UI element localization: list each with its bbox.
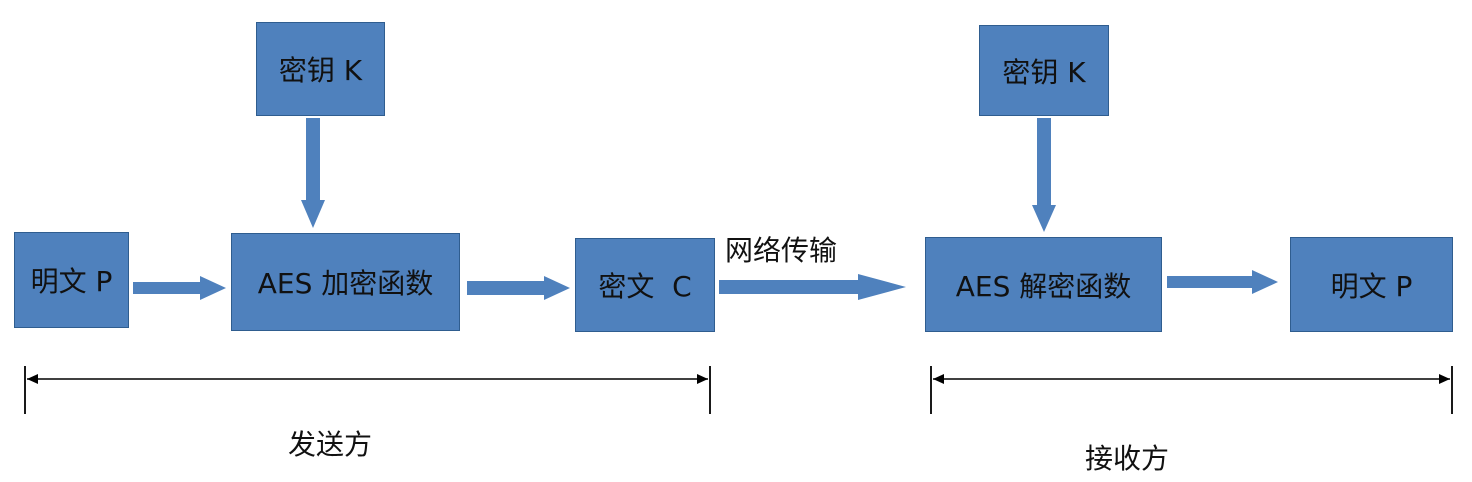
arrow-plaintext-to-encrypt: [133, 276, 226, 300]
encrypt-label: AES 加密函数: [257, 267, 434, 300]
sender-bracket: [24, 366, 711, 414]
arrow-decrypt-to-plaintext: [1167, 270, 1278, 294]
arrow-network-transmission: [719, 274, 906, 300]
sender-caption: 发送方: [288, 428, 373, 461]
decrypt-label: AES 解密函数: [955, 269, 1132, 303]
receiver-key-box: 密钥 K: [979, 25, 1109, 116]
decrypt-box: AES 解密函数: [925, 237, 1162, 332]
arrow-key-to-decrypt: [1032, 118, 1056, 232]
received-plaintext-box: 明文 P: [1290, 237, 1453, 332]
encrypt-box: AES 加密函数: [231, 233, 460, 331]
receiver-key-label: 密钥 K: [1002, 55, 1086, 89]
sender-key-label: 密钥 K: [278, 54, 363, 87]
plaintext-label: 明文 P: [30, 265, 113, 298]
ciphertext-box: 密文 C: [575, 238, 715, 332]
arrow-encrypt-to-ciphertext: [467, 276, 570, 300]
receiver-bracket: [930, 366, 1453, 414]
received-plaintext-label: 明文 P: [1330, 269, 1413, 303]
plaintext-box: 明文 P: [14, 232, 129, 328]
arrow-key-to-encrypt: [301, 118, 325, 228]
receiver-caption: 接收方: [1085, 442, 1170, 475]
sender-key-box: 密钥 K: [256, 22, 385, 116]
transmission-label: 网络传输: [725, 234, 838, 267]
ciphertext-label: 密文 C: [598, 270, 692, 303]
